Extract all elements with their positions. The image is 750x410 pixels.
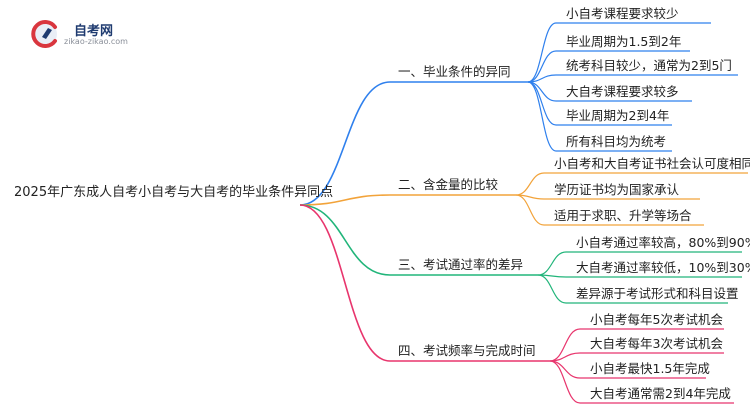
- leaf-label: 小自考最快1.5年完成: [590, 361, 710, 376]
- leaf-label: 适用于求职、升学等场合: [554, 208, 692, 223]
- leaf-label: 大自考通过率较低，10%到30%: [576, 260, 750, 275]
- leaf-label: 学历证书均为国家承认: [554, 182, 680, 197]
- branch-connector: [299, 194, 391, 206]
- leaf-label: 小自考课程要求较少: [566, 6, 679, 21]
- branch-connector: [299, 81, 391, 206]
- leaf-connector: [549, 360, 581, 379]
- leaf-connector: [549, 328, 581, 362]
- leaf-label: 大自考每年3次考试机会: [590, 336, 723, 351]
- branch-connector: [299, 204, 391, 276]
- leaf-label: 小自考和大自考证书社会认可度相同: [554, 156, 750, 171]
- leaf-label: 毕业周期为2到4年: [566, 108, 670, 123]
- leaf-connector: [549, 360, 581, 404]
- leaf-connector: [527, 81, 557, 152]
- branch-label: 二、含金量的比较: [398, 177, 499, 192]
- leaf-connector: [527, 22, 557, 83]
- leaf-label: 小自考每年5次考试机会: [590, 312, 723, 327]
- branch-label: 四、考试频率与完成时间: [398, 343, 536, 358]
- logo-emblem-icon: [31, 20, 57, 48]
- logo-name: 自考网: [74, 24, 114, 39]
- leaf-connector: [515, 172, 545, 196]
- branch-label: 一、毕业条件的异同: [398, 64, 511, 79]
- leaf-label: 所有科目均为统考: [566, 134, 667, 149]
- site-logo[interactable]: 自考网 zikao-zikao.com: [30, 18, 140, 50]
- mindmap-root: 2025年广东成人自考小自考与大自考的毕业条件异同点: [14, 185, 334, 200]
- leaf-label: 大自考通常需2到4年完成: [590, 386, 731, 401]
- leaf-label: 大自考课程要求较多: [566, 84, 679, 99]
- branch-connector: [299, 204, 391, 362]
- leaf-connector: [527, 50, 557, 83]
- leaf-label: 小自考通过率较高，80%到90%: [576, 235, 750, 250]
- leaf-label: 毕业周期为1.5到2年: [566, 34, 682, 49]
- leaf-connector: [537, 251, 567, 276]
- branch-label: 三、考试通过率的差异: [398, 257, 524, 272]
- logo-url: zikao-zikao.com: [64, 37, 128, 46]
- leaf-label: 统考科目较少，通常为2到5门: [566, 58, 732, 73]
- leaf-label: 差异源于考试形式和科目设置: [576, 286, 739, 301]
- leaf-connector: [515, 194, 545, 226]
- leaf-connector: [537, 274, 567, 304]
